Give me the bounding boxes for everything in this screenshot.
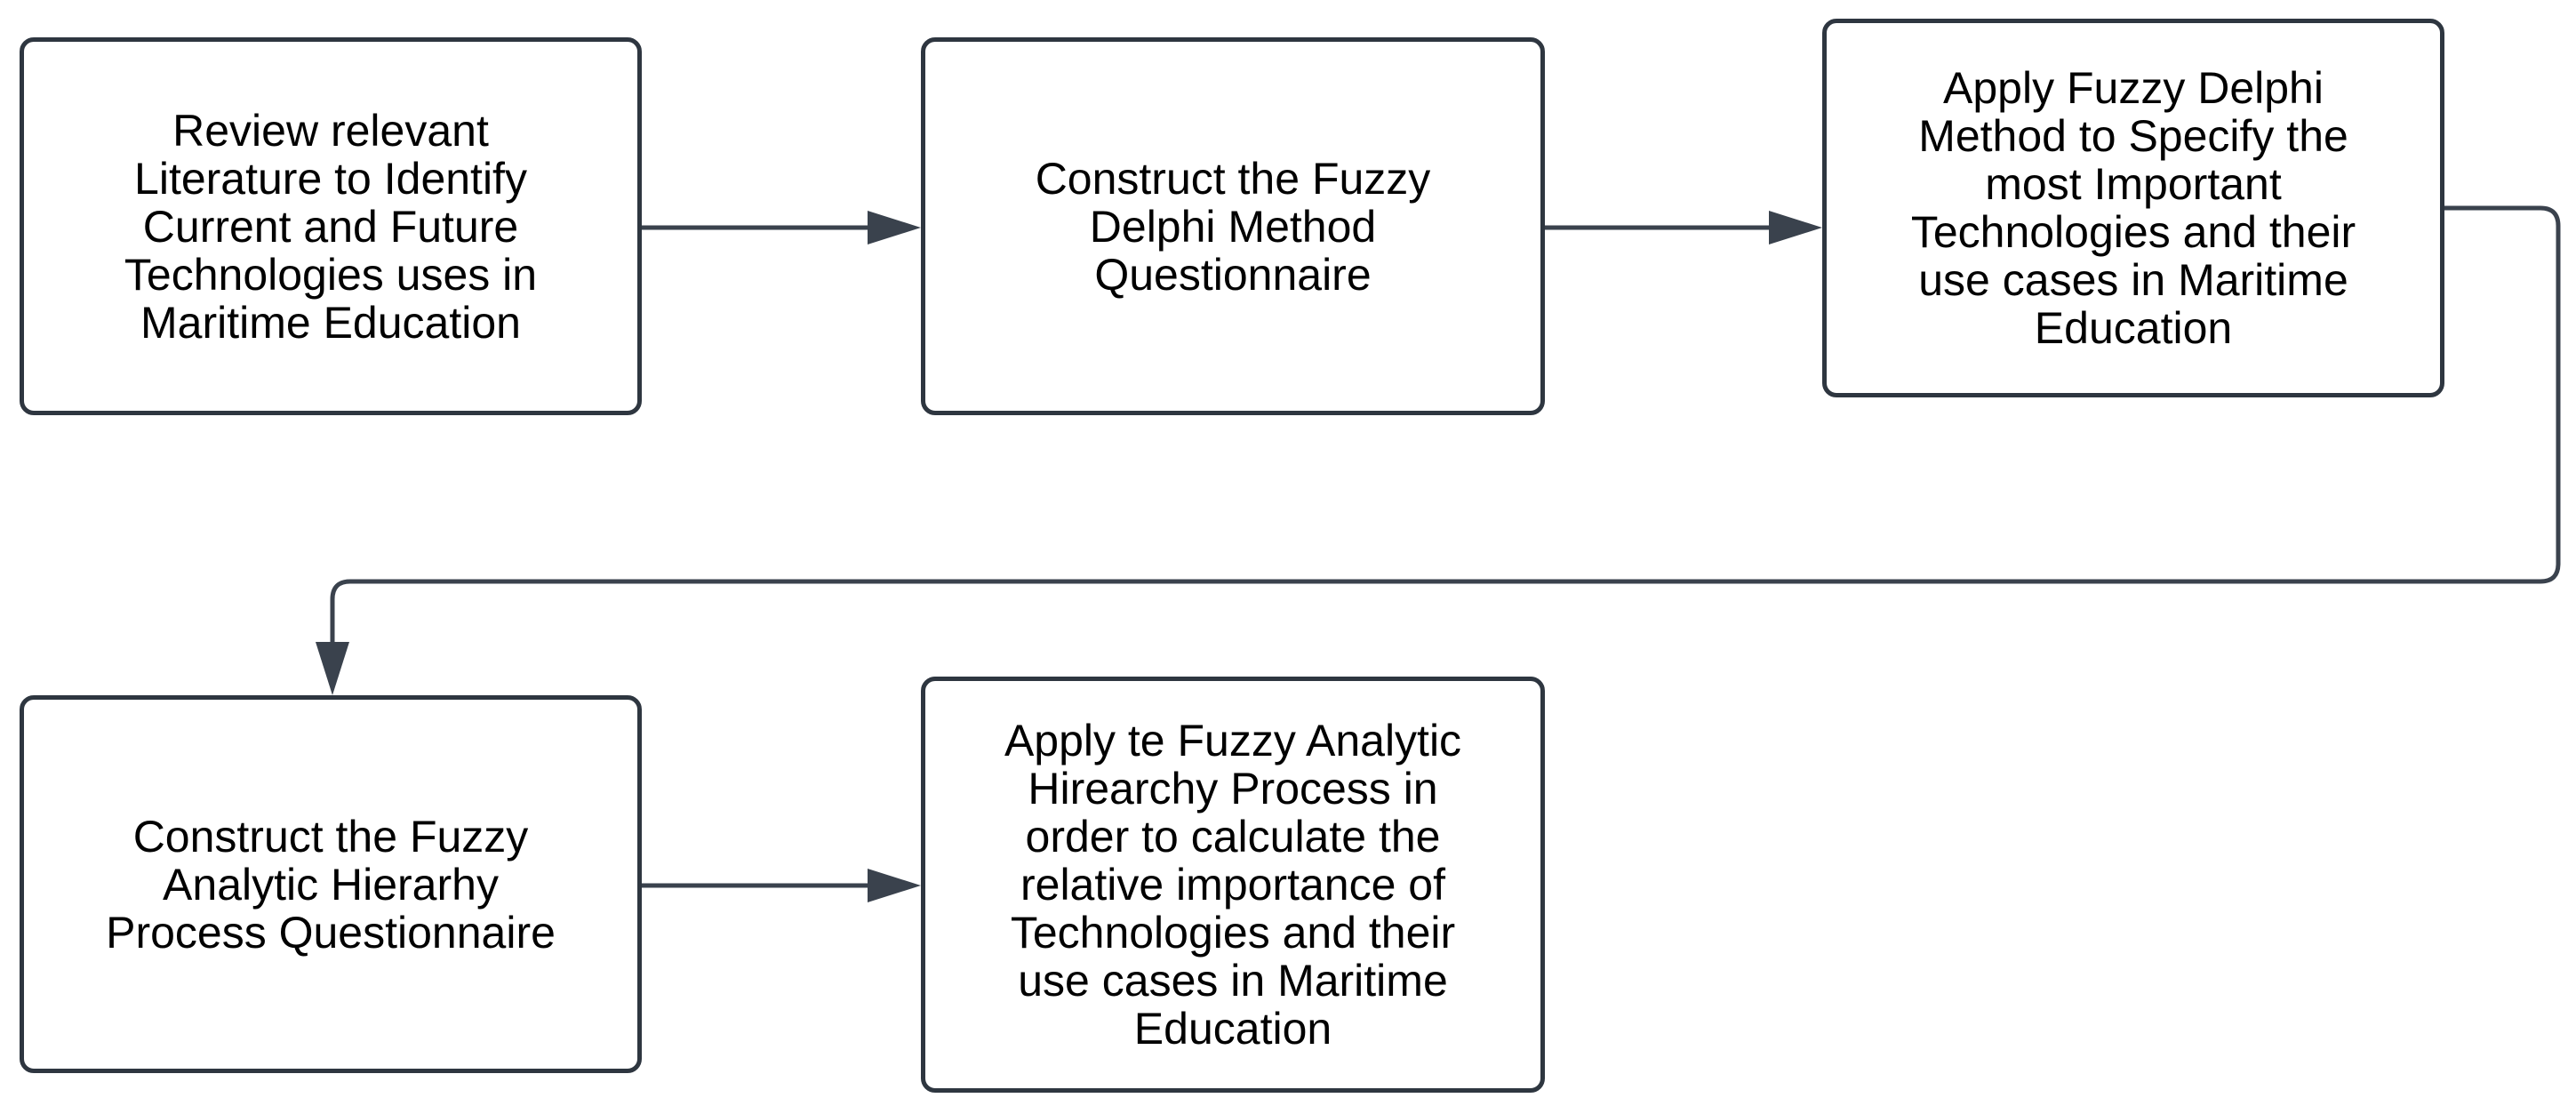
arrowhead-step3	[1769, 211, 1822, 244]
arrowhead-step5	[868, 869, 921, 902]
step-box-apply-fahp: Apply te Fuzzy Analytic Hirearchy Proces…	[921, 677, 1545, 1093]
step-box-construct-fahp-questionnaire: Construct the Fuzzy Analytic Hierarhy Pr…	[20, 695, 642, 1073]
step-box-construct-fdm-questionnaire: Construct the Fuzzy Delphi Method Questi…	[921, 37, 1545, 415]
step-text-apply-fahp: Apply te Fuzzy Analytic Hirearchy Proces…	[1004, 716, 1462, 1054]
step-text-review-literature: Review relevant Literature to Identify C…	[124, 105, 538, 348]
step-box-review-literature: Review relevant Literature to Identify C…	[20, 37, 642, 415]
step-box-apply-fuzzy-delphi: Apply Fuzzy Delphi Method to Specify the…	[1822, 19, 2444, 397]
connector-step3-to-step4	[330, 205, 2561, 648]
arrowhead-step4	[316, 642, 349, 695]
step-text-construct-fdm-questionnaire: Construct the Fuzzy Delphi Method Questi…	[1035, 153, 1431, 300]
arrowhead-step2	[868, 211, 921, 244]
step-text-construct-fahp-questionnaire: Construct the Fuzzy Analytic Hierarhy Pr…	[106, 811, 556, 958]
step-text-apply-fuzzy-delphi: Apply Fuzzy Delphi Method to Specify the…	[1910, 63, 2356, 353]
